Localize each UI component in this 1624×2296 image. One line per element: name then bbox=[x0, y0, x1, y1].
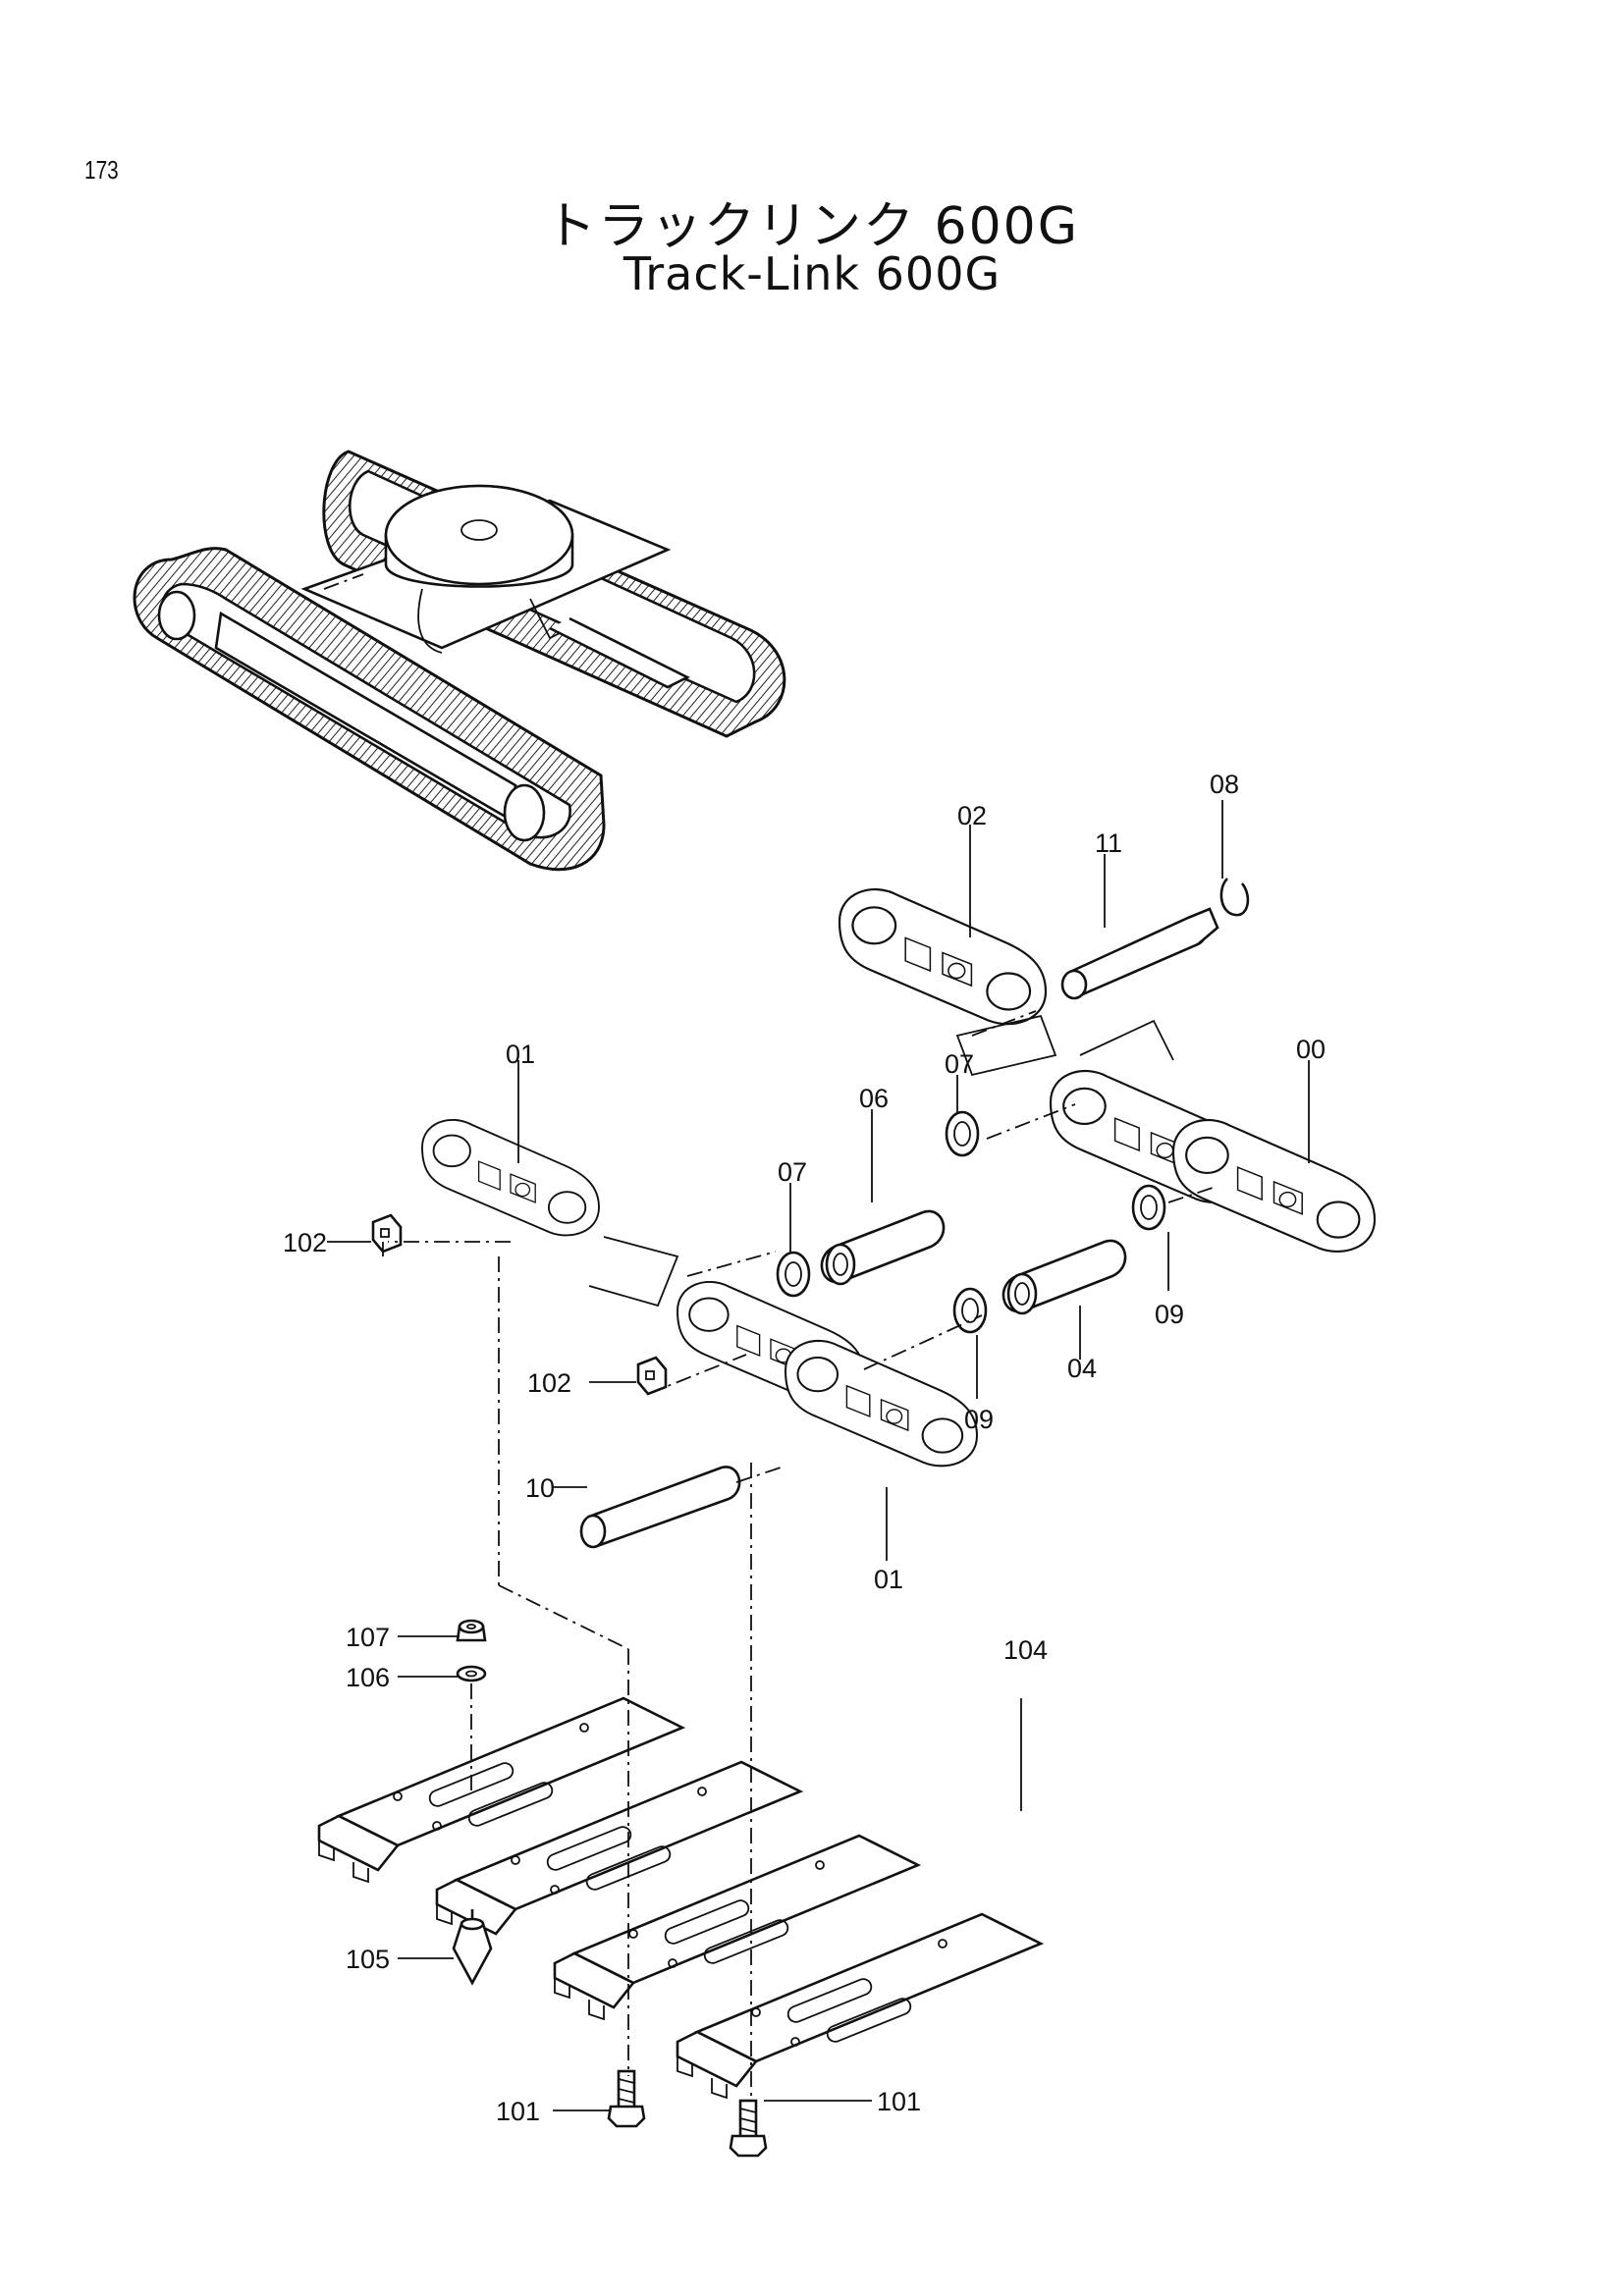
label-11: 11 bbox=[1095, 828, 1122, 858]
label-00: 00 bbox=[1296, 1035, 1326, 1064]
label-07-right: 07 bbox=[945, 1049, 974, 1079]
label-08: 08 bbox=[1210, 770, 1239, 799]
washer-106 bbox=[456, 1665, 487, 1682]
track-shoes-104 bbox=[317, 1696, 1043, 2100]
nut-102-top bbox=[371, 1213, 403, 1254]
link-01-top bbox=[421, 1118, 600, 1237]
washer-07-left bbox=[776, 1251, 811, 1298]
link-00-outer bbox=[1171, 1118, 1377, 1253]
bolt-101-right bbox=[729, 2099, 768, 2158]
label-102-top: 102 bbox=[283, 1228, 327, 1257]
nut-107 bbox=[456, 1619, 487, 1642]
label-01-top: 01 bbox=[506, 1040, 535, 1069]
center-lines bbox=[382, 1010, 1214, 2101]
pin-10 bbox=[579, 1466, 741, 1549]
washer-09-right bbox=[1131, 1184, 1166, 1231]
link-02 bbox=[838, 887, 1048, 1026]
title-japanese: トラックリンク 600G bbox=[544, 197, 1080, 256]
nut-102-mid bbox=[636, 1356, 668, 1396]
label-09-right: 09 bbox=[1155, 1300, 1184, 1329]
label-01-bottom: 01 bbox=[874, 1565, 903, 1594]
cone-105 bbox=[452, 1909, 493, 1986]
link-01-bottom bbox=[784, 1339, 979, 1468]
bushing-06 bbox=[820, 1209, 946, 1286]
label-06: 06 bbox=[859, 1084, 889, 1113]
label-02: 02 bbox=[957, 801, 987, 830]
clip-08 bbox=[1219, 878, 1250, 917]
label-07-left: 07 bbox=[778, 1157, 807, 1187]
leader-lines bbox=[327, 800, 1310, 2111]
title-english: Track-Link 600G bbox=[623, 247, 1001, 300]
undercarriage-illustration bbox=[133, 450, 786, 872]
label-107: 107 bbox=[346, 1623, 390, 1652]
label-101-left: 101 bbox=[496, 2097, 540, 2126]
page-number: 173 bbox=[84, 155, 119, 185]
label-10: 10 bbox=[525, 1473, 555, 1503]
washer-07-right bbox=[945, 1110, 980, 1157]
label-101-right: 101 bbox=[877, 2087, 921, 2116]
label-104: 104 bbox=[1003, 1635, 1048, 1665]
part-labels: 02 11 08 00 01 07 06 07 102 09 04 102 09… bbox=[283, 770, 1326, 2126]
bushing-04 bbox=[1001, 1239, 1127, 1315]
label-04: 04 bbox=[1067, 1354, 1097, 1383]
plate-outline bbox=[955, 1014, 1057, 1077]
bolt-101-left bbox=[607, 2069, 646, 2128]
pin-11 bbox=[1060, 907, 1219, 1000]
label-106: 106 bbox=[346, 1663, 390, 1692]
label-105: 105 bbox=[346, 1945, 390, 1974]
label-09-mid: 09 bbox=[964, 1405, 994, 1434]
label-102-mid: 102 bbox=[527, 1368, 571, 1398]
